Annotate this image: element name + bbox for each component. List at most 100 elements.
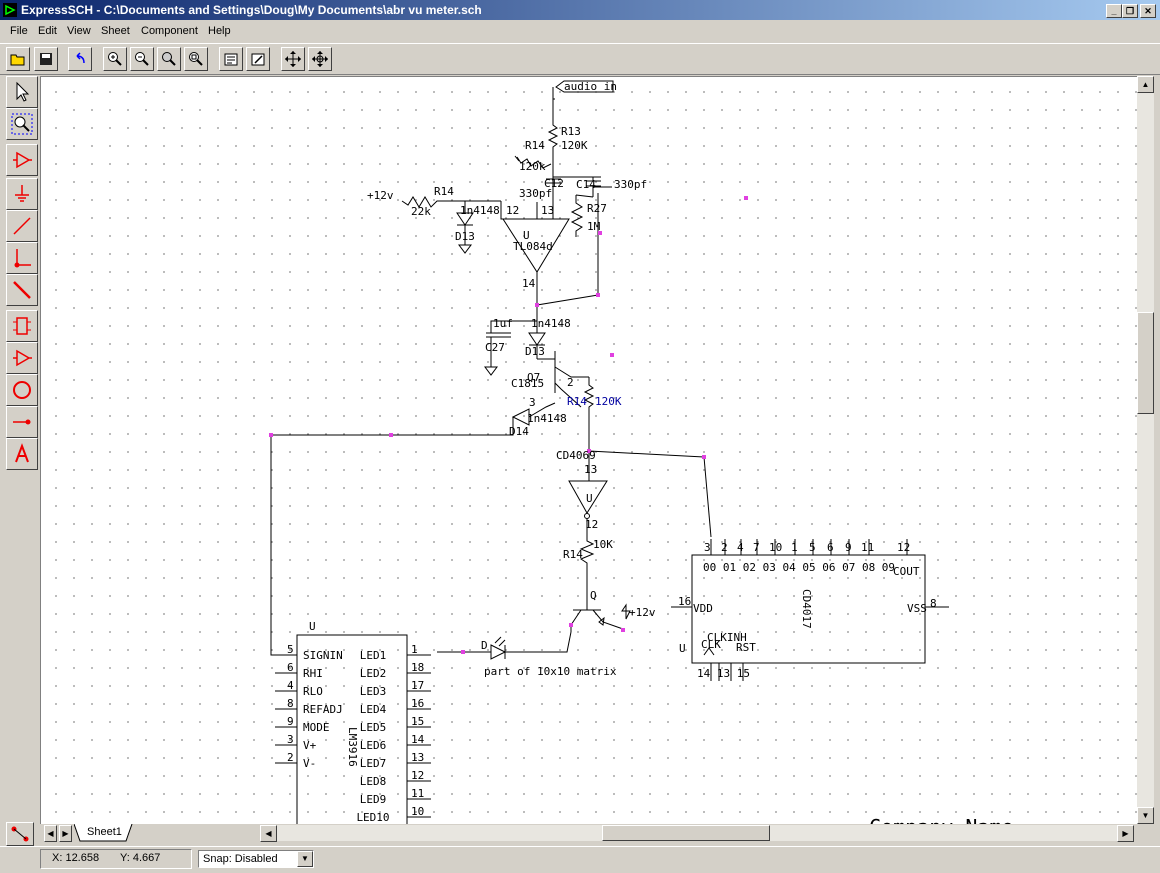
zoom-select-icon bbox=[11, 113, 33, 135]
cd4017-top-pin: 10 bbox=[769, 541, 782, 554]
component-tool[interactable] bbox=[6, 310, 38, 342]
text-tool[interactable] bbox=[6, 438, 38, 470]
label-r13: R13 bbox=[561, 125, 581, 138]
pin-tool-icon bbox=[13, 419, 31, 425]
buffer-tool[interactable] bbox=[6, 342, 38, 374]
restore-button[interactable]: ❐ bbox=[1122, 4, 1138, 18]
scroll-up-button[interactable]: ▲ bbox=[1137, 76, 1154, 93]
annotate-icon bbox=[251, 53, 265, 66]
label-audio-in: audio in bbox=[564, 80, 617, 93]
cd4017-top-pin: 7 bbox=[753, 541, 760, 554]
buffer-tool-icon bbox=[13, 349, 32, 367]
source-tool[interactable] bbox=[6, 144, 38, 176]
menu-file[interactable]: File bbox=[10, 25, 28, 37]
sheet-prev-button[interactable]: ◀ bbox=[44, 825, 57, 842]
label-r14c-value: 120K bbox=[595, 395, 622, 408]
scroll-down-button[interactable]: ▼ bbox=[1137, 807, 1154, 824]
window-title: ExpressSCH - C:\Documents and Settings\D… bbox=[21, 3, 482, 17]
lm3916-left-pin-name: RLO bbox=[303, 685, 323, 698]
lm3916-right-pin-name: LED2 bbox=[360, 667, 387, 680]
label-inv-pin12: 12 bbox=[585, 518, 598, 531]
zoom-area-icon bbox=[162, 52, 176, 66]
app-icon bbox=[3, 3, 17, 17]
x-coordinate: X: 12.658 bbox=[52, 852, 100, 864]
label-inv-pin13: 13 bbox=[584, 463, 597, 476]
label-q7: Q7 bbox=[527, 371, 540, 384]
text-tool-icon bbox=[15, 443, 29, 463]
menu-component[interactable]: Component bbox=[141, 25, 198, 37]
minimize-button[interactable]: _ bbox=[1106, 4, 1122, 18]
zoom-select-tool[interactable] bbox=[6, 108, 38, 140]
lm3916-left-pin-number: 5 bbox=[287, 643, 294, 656]
toolbar bbox=[0, 43, 1160, 75]
wire-route-tool[interactable] bbox=[6, 822, 34, 846]
pan-button[interactable] bbox=[281, 47, 305, 71]
label-u-lm3916: U bbox=[309, 620, 316, 633]
ground-tool[interactable] bbox=[6, 178, 38, 210]
junction-tool[interactable] bbox=[6, 242, 38, 274]
lm3916-right-pin-name: LED7 bbox=[360, 757, 387, 770]
snap-value: Snap: Disabled bbox=[203, 853, 278, 865]
bus-tool-icon bbox=[13, 281, 31, 299]
lm3916-left-pin-name: RHI bbox=[303, 667, 323, 680]
undo-button[interactable] bbox=[68, 47, 92, 71]
lm3916-left-pin-name: SIGNIN bbox=[303, 649, 343, 662]
pan-all-icon bbox=[312, 51, 328, 67]
pin-tool[interactable] bbox=[6, 406, 38, 438]
vertical-scrollbar[interactable]: ▲ ▼ bbox=[1137, 76, 1154, 824]
wire-tool-icon bbox=[13, 217, 31, 235]
label-pin14: 14 bbox=[522, 277, 536, 290]
zoom-in-button[interactable] bbox=[103, 47, 127, 71]
horizontal-scroll-thumb[interactable] bbox=[602, 825, 770, 841]
cd4017-bottom-pins: 14 13 15 bbox=[697, 667, 750, 680]
lm3916-left-pin-number: 6 bbox=[287, 661, 294, 674]
snap-dropdown-button[interactable]: ▼ bbox=[297, 851, 313, 867]
label-c12-value: 330pf bbox=[519, 187, 552, 200]
lm3916-right-pin-name: LED6 bbox=[360, 739, 387, 752]
snap-select[interactable]: Snap: Disabled ▼ bbox=[198, 850, 314, 868]
sheet-next-button[interactable]: ▶ bbox=[59, 825, 72, 842]
sheet-tab-sheet1[interactable]: Sheet1 bbox=[87, 826, 122, 838]
wire-tool[interactable] bbox=[6, 210, 38, 242]
vertical-scroll-thumb[interactable] bbox=[1137, 312, 1154, 414]
y-coordinate: Y: 4.667 bbox=[120, 852, 161, 864]
zoom-fit-button[interactable] bbox=[184, 47, 208, 71]
title-bar: ExpressSCH - C:\Documents and Settings\D… bbox=[0, 0, 1160, 20]
lm3916-left-pin-number: 2 bbox=[287, 751, 294, 764]
scroll-left-button[interactable]: ◀ bbox=[260, 825, 277, 842]
menu-edit[interactable]: Edit bbox=[38, 25, 57, 37]
properties-button[interactable] bbox=[219, 47, 243, 71]
label-q: Q bbox=[590, 589, 597, 602]
save-button[interactable] bbox=[34, 47, 58, 71]
circle-tool[interactable] bbox=[6, 374, 38, 406]
label-r27-value: 1M bbox=[587, 220, 601, 233]
select-tool[interactable] bbox=[6, 76, 38, 108]
schematic-canvas[interactable]: audio in R13 120K R14 120k C12 330pf C14… bbox=[40, 76, 1139, 826]
annotate-button[interactable] bbox=[246, 47, 270, 71]
bus-tool[interactable] bbox=[6, 274, 38, 306]
cd4017-top-pin: 9 bbox=[845, 541, 852, 554]
lm3916-left-pin-name: MODE bbox=[303, 721, 330, 734]
menu-sheet[interactable]: Sheet bbox=[101, 25, 130, 37]
junction-markers bbox=[269, 196, 748, 654]
label-pin12: 12 bbox=[506, 204, 519, 217]
cd4017-clkinh: CLKINH bbox=[707, 631, 747, 644]
menu-help[interactable]: Help bbox=[208, 25, 231, 37]
menu-view[interactable]: View bbox=[67, 25, 91, 37]
zoom-area-button[interactable] bbox=[157, 47, 181, 71]
label-tl084: TL084d bbox=[513, 240, 553, 253]
label-r14b: R14 bbox=[434, 185, 454, 198]
zoom-out-button[interactable] bbox=[130, 47, 154, 71]
cd4017-top-pin: 4 bbox=[737, 541, 744, 554]
pan-all-button[interactable] bbox=[308, 47, 332, 71]
open-button[interactable] bbox=[6, 47, 30, 71]
cd4017-top-pin: 5 bbox=[809, 541, 816, 554]
scroll-right-button[interactable]: ▶ bbox=[1117, 825, 1134, 842]
horizontal-scrollbar[interactable]: ◀ ▶ bbox=[260, 825, 1134, 842]
close-button[interactable]: ✕ bbox=[1140, 4, 1156, 18]
open-icon bbox=[10, 54, 25, 66]
label-lm3916: LM3916 bbox=[346, 727, 359, 767]
label-r27: R27 bbox=[587, 202, 607, 215]
label-diode-mid: 1n4148 bbox=[531, 317, 571, 330]
lm3916-right-pin-number: 10 bbox=[411, 805, 424, 818]
